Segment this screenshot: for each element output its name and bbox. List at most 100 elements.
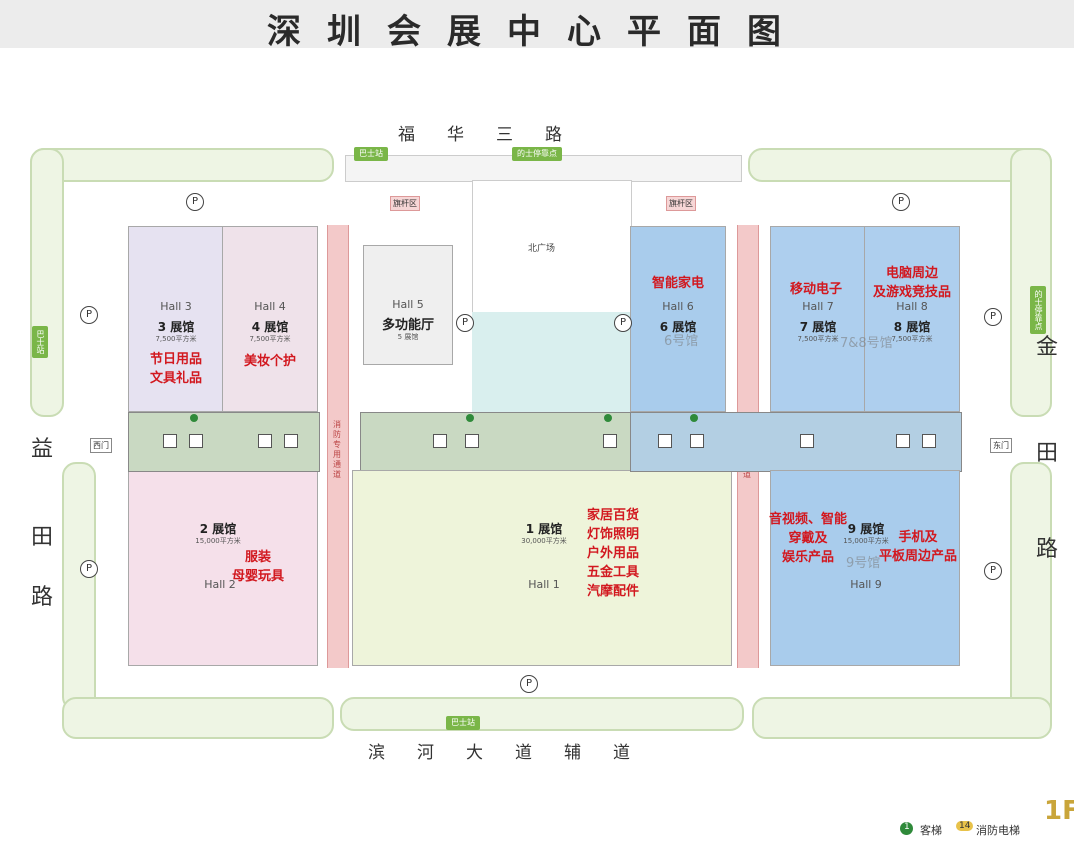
hall-3[interactable] <box>128 226 224 412</box>
hall-6-products: 智能家电 <box>651 276 704 291</box>
road-south: 滨河大道辅道 <box>368 743 662 763</box>
hall-78-note: 7&8号馆 <box>840 336 893 351</box>
elevator-icon <box>284 434 298 448</box>
fire-elevator-legend-label: 消防电梯 <box>976 824 1020 837</box>
flag-area-left: 旗杆区 <box>390 196 420 211</box>
hall-9-products-right: 手机及 平板周边产品 <box>878 530 957 564</box>
hall-1-en: Hall 1 <box>528 578 560 591</box>
pavement-south-mid <box>340 697 744 731</box>
service-core-center <box>360 412 632 472</box>
hall-7-area: 7,500平方米 <box>797 335 839 343</box>
flag-area-right: 旗杆区 <box>666 196 696 211</box>
passenger-elevator-icon <box>604 414 612 422</box>
service-core-east <box>630 412 962 472</box>
hall-9-note: 9号馆 <box>846 556 881 571</box>
bus-stop-east: 的士停靠点 <box>1030 286 1046 334</box>
bus-stop-west: 巴士站 <box>32 326 48 358</box>
hall-1[interactable] <box>352 470 732 666</box>
parking-icon: P <box>80 560 98 578</box>
hall-6-cn: 6 展馆 <box>659 320 697 334</box>
hall-9[interactable] <box>770 470 960 666</box>
hall-2-cn: 2 展馆 <box>199 522 237 536</box>
elevator-icon <box>922 434 936 448</box>
hall-9-area: 15,000平方米 <box>843 537 889 545</box>
passenger-elevator-legend-num: 1 <box>904 822 910 832</box>
hall-9-en: Hall 9 <box>850 578 882 591</box>
east-gate: 东门 <box>990 438 1012 453</box>
hall-3-cn: 3 展馆 <box>157 320 195 334</box>
title-bar <box>0 0 1074 48</box>
hall-4-en: Hall 4 <box>254 300 286 313</box>
hall-6[interactable] <box>630 226 726 412</box>
hall-1-area: 30,000平方米 <box>521 537 567 545</box>
central-corridor <box>472 312 630 412</box>
elevator-icon <box>163 434 177 448</box>
elevator-icon <box>658 434 672 448</box>
north-plaza-label: 北广场 <box>528 244 556 254</box>
hall-7[interactable] <box>770 226 866 412</box>
hall-8-area: 7,500平方米 <box>891 335 933 343</box>
road-north: 福华三路 <box>398 125 594 145</box>
hall-6-en: Hall 6 <box>662 300 694 313</box>
hall-2-area: 15,000平方米 <box>195 537 241 545</box>
floor-label: 1F <box>1044 796 1074 826</box>
hall-8[interactable] <box>864 226 960 412</box>
elevator-icon <box>690 434 704 448</box>
hall-1-products: 家居百货 灯饰照明 户外用品 五金工具 汽摩配件 <box>586 508 639 599</box>
hall-8-en: Hall 8 <box>896 300 928 313</box>
hall-2-products: 服装 母婴玩具 <box>231 550 284 584</box>
road-west: 益 田 路 <box>30 437 53 610</box>
hall-4[interactable] <box>222 226 318 412</box>
elevator-icon <box>465 434 479 448</box>
parking-icon: P <box>186 193 204 211</box>
elevator-icon <box>258 434 272 448</box>
pavement-south-right <box>752 697 1052 739</box>
hall-2-en: Hall 2 <box>204 578 236 591</box>
hall-7-products: 移动电子 <box>789 282 842 297</box>
pavement-south-left <box>62 697 334 739</box>
pavement-west-top <box>30 148 64 417</box>
hall-7-cn: 7 展馆 <box>799 320 837 334</box>
hall-5-cn: 多功能厅 <box>381 318 434 333</box>
hall-2[interactable] <box>128 470 318 666</box>
west-gate: 西门 <box>90 438 112 453</box>
pavement-north-left <box>30 148 334 182</box>
parking-icon: P <box>80 306 98 324</box>
parking-icon: P <box>614 314 632 332</box>
parking-icon: P <box>892 193 910 211</box>
hall-3-area: 7,500平方米 <box>155 335 197 343</box>
hall-7-en: Hall 7 <box>802 300 834 313</box>
elevator-icon <box>189 434 203 448</box>
bus-stop-north-left: 巴士站 <box>354 147 388 161</box>
bus-stop-south: 巴士站 <box>446 716 480 730</box>
hall-4-area: 7,500平方米 <box>249 335 291 343</box>
hall-5-area: 5 展馆 <box>397 333 419 341</box>
elevator-icon <box>433 434 447 448</box>
bus-stop-north-right: 的士停靠点 <box>512 147 562 161</box>
fire-elevator-legend-num: 14 <box>956 821 974 831</box>
fire-lane-left <box>327 225 349 668</box>
hall-9-cn: 9 展馆 <box>847 522 885 536</box>
passenger-elevator-icon <box>690 414 698 422</box>
hall-4-cn: 4 展馆 <box>251 320 289 334</box>
hall-3-en: Hall 3 <box>160 300 192 313</box>
hall-8-cn: 8 展馆 <box>893 320 931 334</box>
hall-9-products-left: 音视频、智能 穿戴及 娱乐产品 <box>768 512 847 565</box>
hall-1-cn: 1 展馆 <box>525 522 563 536</box>
fire-lane-left-label: 消防专用通道 <box>333 420 341 479</box>
hall-6-note: 6号馆 <box>664 334 699 349</box>
parking-icon: P <box>984 562 1002 580</box>
passenger-elevator-icon <box>466 414 474 422</box>
parking-icon: P <box>456 314 474 332</box>
hall-3-products: 节日用品 文具礼品 <box>149 352 202 386</box>
passenger-elevator-icon <box>190 414 198 422</box>
hall-5-en: Hall 5 <box>392 298 424 311</box>
pavement-east-top <box>1010 148 1052 417</box>
passenger-elevator-legend-icon <box>900 822 913 835</box>
elevator-icon <box>603 434 617 448</box>
passenger-elevator-legend-label: 客梯 <box>920 824 942 837</box>
parking-icon: P <box>520 675 538 693</box>
elevator-icon <box>896 434 910 448</box>
hall-5[interactable] <box>363 245 453 365</box>
pavement-west-bottom <box>62 462 96 711</box>
